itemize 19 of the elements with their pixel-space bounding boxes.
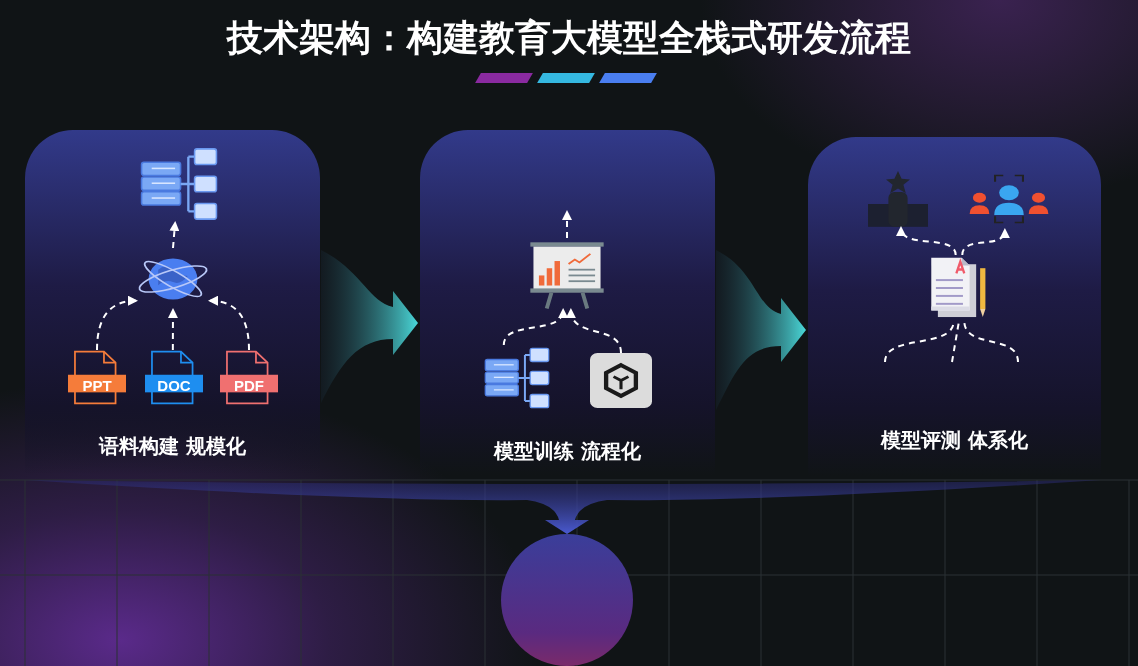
flow-arrow xyxy=(716,250,806,410)
dashed-line xyxy=(963,320,1019,363)
stage-title: 模型评测 体系化 xyxy=(879,427,1029,454)
dashed-arrow xyxy=(167,308,178,351)
cube-icon xyxy=(590,353,652,408)
dashed-arrow xyxy=(169,221,180,249)
dashed-arrow xyxy=(562,210,572,239)
dashed-arrow xyxy=(208,296,250,351)
database-icon xyxy=(484,345,550,411)
dashed-arrow xyxy=(502,308,567,346)
dashed-arrow xyxy=(897,226,957,256)
title: 技术架构：构建教育大模型全栈式研发流程 xyxy=(225,15,912,60)
database-icon xyxy=(140,145,218,223)
stage-title: 模型训练 流程化 xyxy=(492,438,642,465)
dashed-arrow xyxy=(961,228,1009,256)
dashed-arrow xyxy=(96,296,138,351)
dashed-arrow xyxy=(567,308,622,354)
stage-title: 语料构建 规模化 xyxy=(97,433,247,460)
flow-arrow xyxy=(321,250,418,403)
